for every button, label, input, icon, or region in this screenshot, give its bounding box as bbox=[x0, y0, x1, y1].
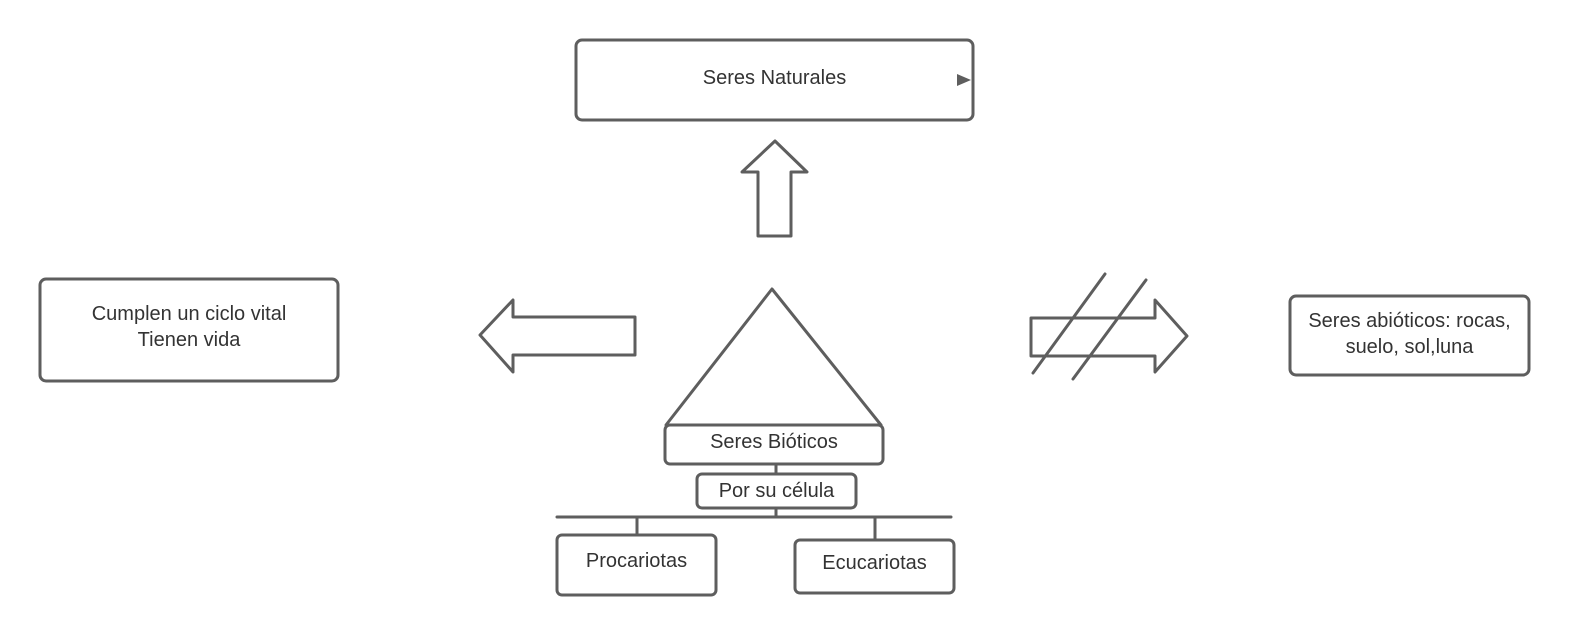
seres-bioticos-label: Seres Bióticos bbox=[665, 425, 883, 459]
arrow-left-icon bbox=[478, 298, 637, 374]
negation-stroke-1 bbox=[1031, 272, 1107, 375]
seres-abioticos-line-2: suelo, sol,luna bbox=[1345, 336, 1474, 358]
procariotas-text: Procariotas bbox=[585, 550, 688, 572]
seres-abioticos-line-1: Seres abióticos: rocas, bbox=[1308, 310, 1511, 332]
seres-bioticos-box[interactable] bbox=[663, 423, 885, 466]
seres-bioticos-text: Seres Bióticos bbox=[710, 431, 838, 453]
eucariotas-label: Ecucariotas bbox=[795, 540, 954, 585]
procariotas-label: Procariotas bbox=[557, 535, 716, 587]
seres-abioticos-box[interactable] bbox=[1288, 294, 1531, 377]
caracteristicas-label: Cumplen un ciclo vital Tienen vida bbox=[40, 279, 338, 375]
seres-naturales-label: Seres Naturales bbox=[576, 40, 973, 115]
connection-point-icon bbox=[957, 74, 971, 86]
seres-naturales-text: Seres Naturales bbox=[702, 66, 847, 89]
seres-abioticos-label: Seres abióticos: rocas, suelo, sol,luna bbox=[1290, 296, 1529, 372]
negation-stroke-2 bbox=[1071, 278, 1148, 381]
eucariotas-box[interactable] bbox=[793, 538, 956, 595]
por-su-celula-text: Por su célula bbox=[718, 480, 835, 502]
eucariotas-text: Ecucariotas bbox=[822, 551, 927, 574]
caracteristicas-line-2: Tienen vida bbox=[137, 329, 241, 351]
arrow-right-crossed-icon bbox=[1029, 298, 1189, 374]
seres-naturales-box[interactable] bbox=[574, 38, 975, 122]
triangle-shape bbox=[664, 287, 883, 427]
procariotas-box[interactable] bbox=[555, 533, 718, 597]
caracteristicas-box[interactable] bbox=[38, 277, 340, 383]
caracteristicas-line-1: Cumplen un ciclo vital bbox=[91, 303, 287, 325]
por-su-celula-label: Por su célula bbox=[697, 474, 856, 508]
arrow-up-icon bbox=[740, 139, 809, 238]
